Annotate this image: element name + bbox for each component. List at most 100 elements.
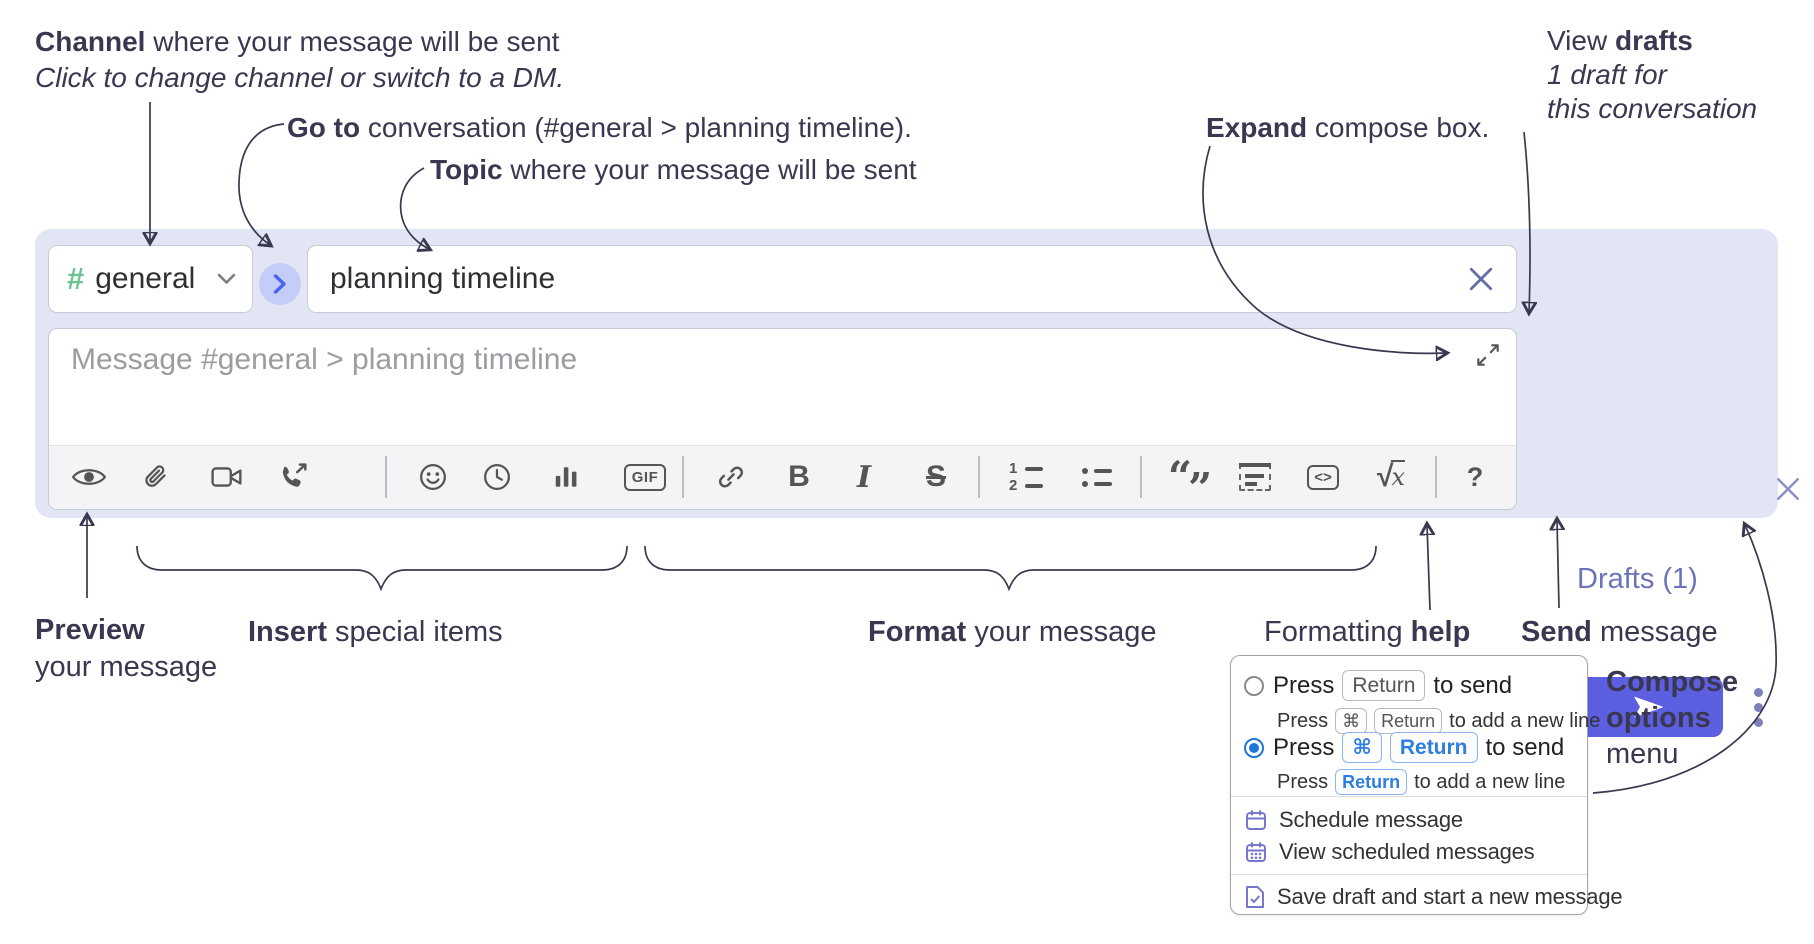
channel-selector[interactable]: # general — [48, 245, 253, 313]
bold-icon: B — [788, 460, 810, 493]
send-with-return-option[interactable]: Press Return to send — [1244, 670, 1512, 701]
expand-annotation: Expand compose box. — [1206, 112, 1490, 143]
send-connector — [1557, 520, 1559, 609]
toolbar-divider — [385, 456, 387, 498]
compose-options-annotation: Compose options menu — [1606, 666, 1739, 770]
bulleted-list-icon — [1082, 467, 1112, 487]
radio-unselected-icon — [1244, 675, 1264, 696]
formatting-help-connector — [1427, 525, 1430, 611]
code-icon: <> — [1307, 464, 1339, 490]
format-brace — [644, 545, 1377, 592]
cmd-keycap: ⌘ — [1335, 708, 1368, 734]
italic-icon: I — [856, 459, 872, 495]
goto-conversation-button[interactable] — [259, 263, 301, 305]
italic-button[interactable]: I — [841, 448, 887, 506]
eye-icon — [71, 469, 107, 485]
save-draft-item[interactable]: Save draft and start a new message — [1245, 882, 1623, 912]
return-keycap: Return — [1342, 670, 1426, 701]
topic-value: planning timeline — [330, 262, 556, 295]
goto-annotation: Go to conversation (#general > planning … — [287, 112, 912, 143]
video-call-button[interactable] — [204, 448, 250, 506]
spoiler-icon — [1239, 463, 1271, 491]
toolbar-divider — [978, 456, 980, 498]
channel-name: general — [95, 262, 196, 295]
topic-annotation: Topic where your message will be sent — [430, 154, 917, 185]
toolbar-divider — [682, 456, 684, 498]
cmd-keycap: ⌘ — [1342, 732, 1382, 763]
preview-button[interactable] — [66, 448, 112, 506]
numbered-list-button[interactable]: 1 2 — [1003, 448, 1049, 506]
compose-toolbar: GIF B I S — [49, 445, 1516, 513]
chevron-right-icon — [273, 274, 286, 294]
paperclip-icon — [145, 465, 166, 487]
close-icon — [1777, 478, 1799, 500]
quote-icon: “” — [1167, 452, 1212, 513]
ellipsis-icon — [1753, 687, 1763, 697]
drafts-link[interactable]: Drafts (1) — [1577, 563, 1698, 595]
menu-divider — [1231, 874, 1587, 875]
emoji-button[interactable] — [410, 448, 456, 506]
channel-annotation: Channel where your message will be sent … — [35, 26, 565, 93]
poll-button[interactable] — [543, 448, 589, 506]
goto-connector — [238, 123, 285, 245]
bar-chart-icon — [555, 467, 577, 487]
insert-brace — [136, 545, 628, 592]
draft-check-icon — [1246, 886, 1264, 908]
return-keycap: Return — [1335, 769, 1408, 795]
toolbar-divider — [1140, 456, 1142, 498]
insert-annotation: Insert special items — [248, 616, 503, 648]
topic-input[interactable]: planning timeline — [307, 245, 1517, 313]
voice-call-button[interactable] — [271, 448, 317, 506]
message-placeholder: Message #general > planning timeline — [71, 343, 578, 376]
expand-icon — [1477, 344, 1499, 366]
quote-button[interactable]: “” — [1165, 448, 1212, 513]
send-with-cmd-return-subtext: Press Return to add a new line — [1277, 769, 1565, 795]
calendar-grid-icon — [1246, 842, 1266, 862]
close-icon — [1469, 267, 1493, 291]
strikethrough-button[interactable]: S — [913, 448, 959, 506]
link-icon — [718, 466, 744, 488]
question-mark-icon: ? — [1466, 461, 1484, 492]
chevron-down-icon — [217, 273, 236, 284]
schedule-message-item[interactable]: Schedule message — [1245, 804, 1463, 836]
menu-divider — [1231, 796, 1587, 797]
spoiler-button[interactable] — [1232, 448, 1278, 506]
strikethrough-icon: S — [925, 460, 946, 493]
math-icon: √x — [1376, 460, 1405, 493]
close-compose-button[interactable] — [1773, 474, 1803, 504]
calendar-icon — [1246, 810, 1266, 830]
numbered-list-icon: 1 2 — [1009, 461, 1043, 493]
return-keycap: Return — [1374, 708, 1443, 734]
toolbar-divider — [1435, 456, 1437, 498]
preview-annotation: Preview your message — [35, 614, 218, 683]
schedule-time-button[interactable] — [474, 448, 520, 506]
drafts-annotation: View drafts 1 draft for this conversatio… — [1547, 25, 1758, 124]
code-button[interactable]: <> — [1300, 448, 1346, 506]
formatting-help-annotation: Formatting help — [1264, 616, 1471, 648]
message-box[interactable]: Message #general > planning timeline — [48, 328, 1517, 510]
hash-icon: # — [67, 261, 85, 296]
clear-topic-button[interactable] — [1464, 262, 1498, 296]
compose-options-menu: Press Return to send Press ⌘ Return to a… — [1230, 655, 1623, 915]
format-annotation: Format your message — [868, 616, 1157, 648]
clock-icon — [484, 464, 510, 490]
phone-call-icon — [282, 463, 307, 487]
link-button[interactable] — [708, 448, 754, 506]
send-with-cmd-return-option[interactable]: Press ⌘ Return to send — [1244, 732, 1564, 763]
compose-options-button[interactable] — [1741, 681, 1775, 733]
gif-button[interactable]: GIF — [622, 448, 668, 506]
send-annotation: Send message — [1521, 616, 1718, 648]
attach-file-button[interactable] — [133, 448, 179, 506]
formatting-help-button[interactable]: ? — [1452, 448, 1498, 506]
gif-icon: GIF — [623, 463, 667, 491]
video-camera-icon — [211, 467, 242, 487]
send-with-return-subtext: Press ⌘ Return to add a new line — [1277, 708, 1600, 734]
bulleted-list-button[interactable] — [1074, 448, 1120, 506]
math-button[interactable]: √x — [1368, 448, 1414, 506]
return-keycap: Return — [1389, 732, 1478, 763]
expand-compose-button[interactable] — [1472, 339, 1504, 371]
smiley-icon — [420, 464, 446, 490]
bold-button[interactable]: B — [776, 448, 822, 506]
view-scheduled-messages-item[interactable]: View scheduled messages — [1245, 836, 1535, 868]
